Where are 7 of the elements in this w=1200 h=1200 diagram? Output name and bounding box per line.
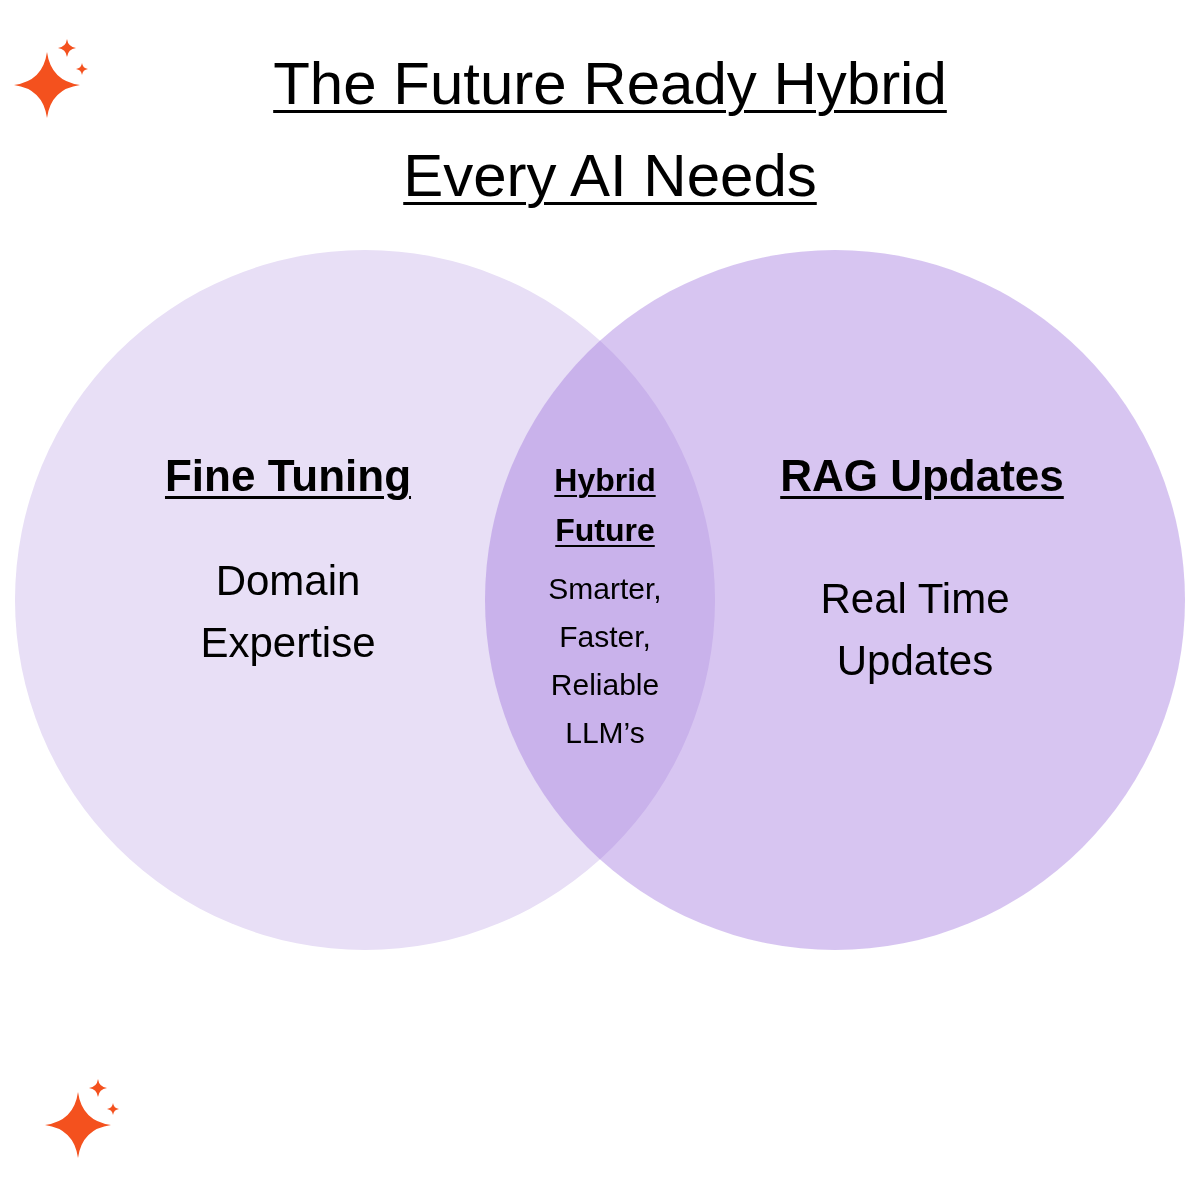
overlap-description: Smarter, Faster, Reliable LLM’s xyxy=(547,571,663,751)
circle-heading: Fine Tuning xyxy=(164,450,412,502)
overlap-heading: Hybrid Future xyxy=(553,461,657,550)
circle-description: Domain Expertise xyxy=(199,556,377,668)
circle-heading: RAG Updates xyxy=(779,450,1065,502)
title: The Future Ready Hybrid Every AI Needs xyxy=(272,49,948,211)
circle-description: Real Time Updates xyxy=(819,574,1011,686)
